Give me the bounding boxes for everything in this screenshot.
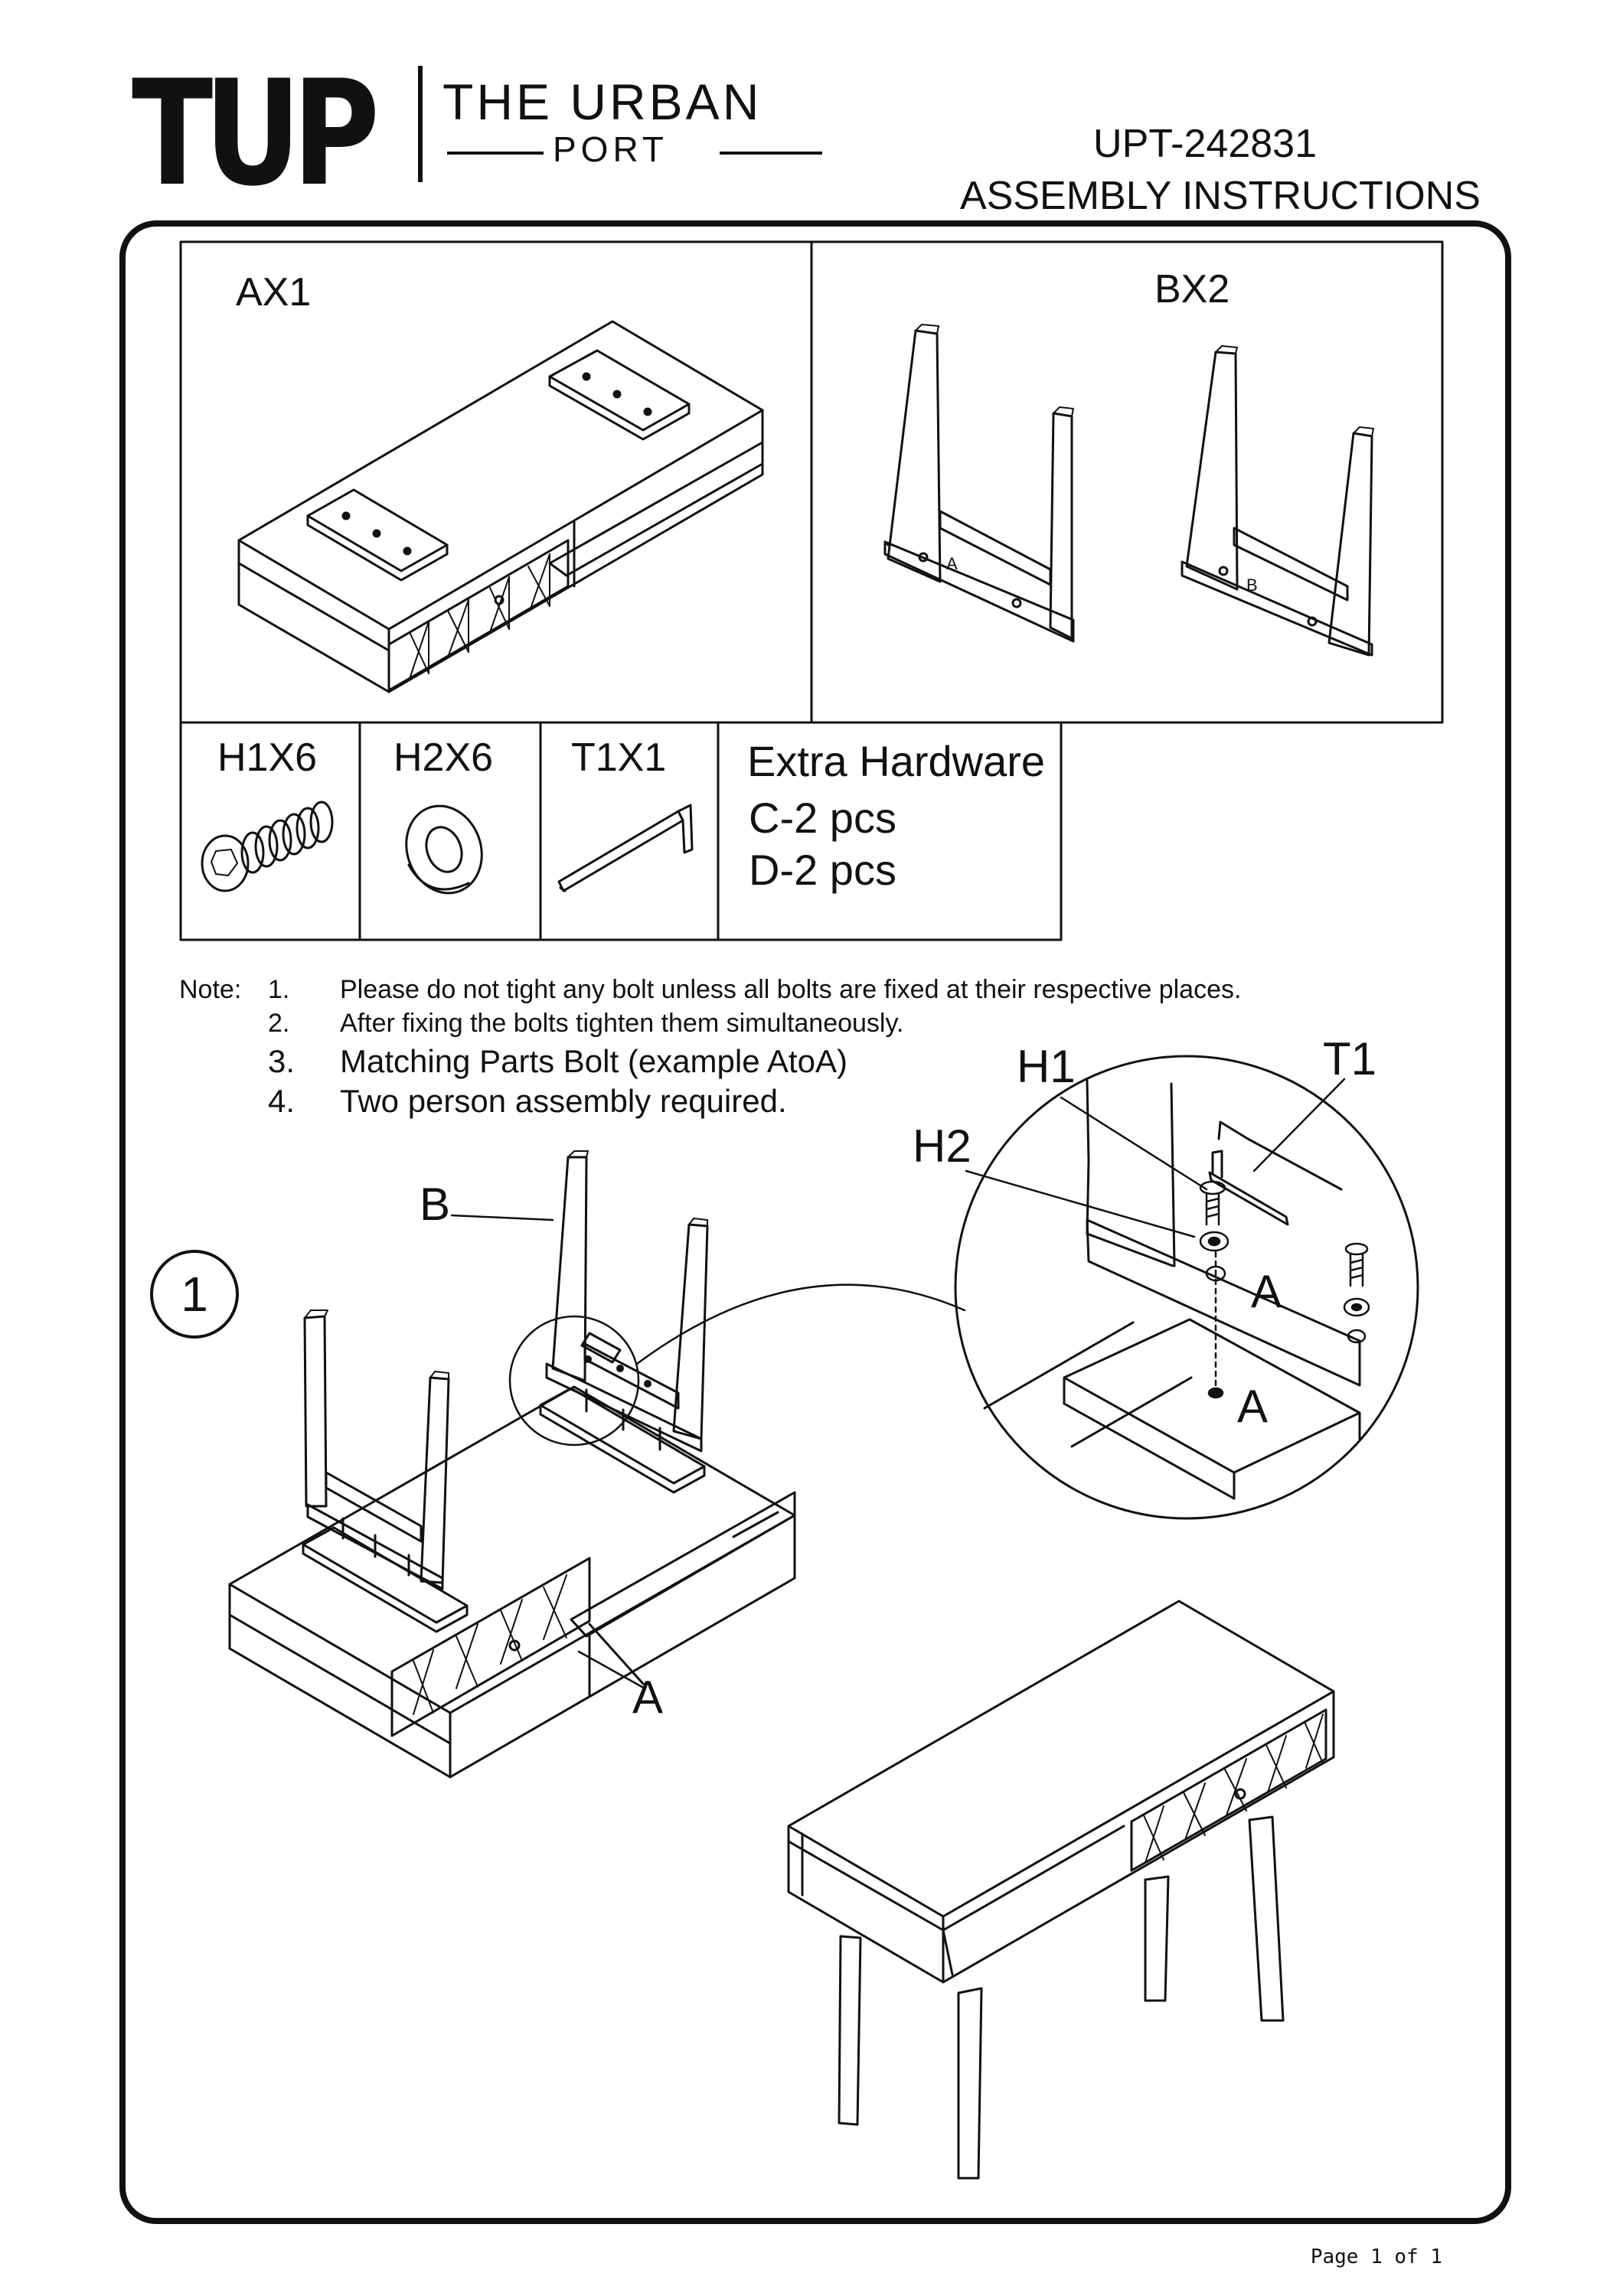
- note-4-number: 4.: [268, 1083, 296, 1119]
- notes-label: Note:: [179, 975, 242, 1004]
- note-4-text: Two person assembly required.: [340, 1083, 787, 1119]
- leg-mark-a: A: [946, 554, 958, 573]
- parts-table-grid: [179, 240, 1444, 941]
- extra-hardware-title: Extra Hardware: [747, 737, 1046, 785]
- document-title: ASSEMBLY INSTRUCTIONS: [960, 174, 1481, 218]
- step-number-badge: 1: [150, 1250, 239, 1339]
- part-bx2-label: BX2: [1154, 267, 1230, 311]
- desktop-panel-drawing: [237, 320, 764, 693]
- instruction-frame: [119, 220, 1511, 2224]
- logo-rule-right: [720, 152, 822, 155]
- note-1-number: 1.: [268, 975, 290, 1004]
- logo-separator: [418, 66, 423, 182]
- note-3-text: Matching Parts Bolt (example AtoA): [340, 1043, 847, 1079]
- finished-desk-drawing: [787, 1600, 1335, 2180]
- brand-logo-name: THE URBAN: [442, 73, 763, 130]
- zoom-callout-a-upper: A: [1251, 1266, 1282, 1317]
- logo-rule-left: [447, 152, 544, 155]
- callout-a: A: [632, 1671, 664, 1723]
- zoom-callout-h1: H1: [1017, 1041, 1076, 1092]
- callout-b: B: [420, 1179, 451, 1230]
- zoom-detail-drawing: [954, 1055, 1419, 1520]
- part-ax1-label: AX1: [236, 270, 312, 315]
- part-h2x6-label: H2X6: [394, 735, 494, 780]
- product-code: UPT-242831: [1093, 122, 1317, 166]
- note-2-text: After fixing the bolts tighten them simu…: [340, 1009, 904, 1038]
- zoom-callout-h2: H2: [913, 1120, 972, 1172]
- step1-assembly-drawing: [228, 1150, 966, 1779]
- part-h1x6-label: H1X6: [217, 735, 318, 780]
- leg-frame-a-drawing: [883, 324, 1075, 643]
- zoom-callout-a-lower: A: [1237, 1381, 1269, 1432]
- extra-hardware-d: D-2 pcs: [749, 846, 896, 894]
- part-t1x1-label: T1X1: [571, 735, 667, 780]
- washer-h2-drawing: [405, 804, 483, 895]
- leg-mark-b: B: [1246, 576, 1258, 595]
- note-2-number: 2.: [268, 1009, 290, 1038]
- leg-frame-b-drawing: [1181, 345, 1374, 657]
- step-number: 1: [181, 1267, 208, 1322]
- brand-logo-sub: PORT: [553, 129, 668, 169]
- brand-logo-mark: TUP: [132, 49, 380, 218]
- note-3-number: 3.: [268, 1043, 296, 1079]
- page-number: Page 1 of 1: [1310, 2245, 1442, 2268]
- zoom-callout-t1: T1: [1323, 1033, 1377, 1084]
- bolt-h1-drawing: [201, 801, 334, 892]
- extra-hardware-c: C-2 pcs: [749, 794, 896, 842]
- note-1-text: Please do not tight any bolt unless all …: [340, 975, 1242, 1004]
- hex-key-t1-drawing: [557, 804, 694, 892]
